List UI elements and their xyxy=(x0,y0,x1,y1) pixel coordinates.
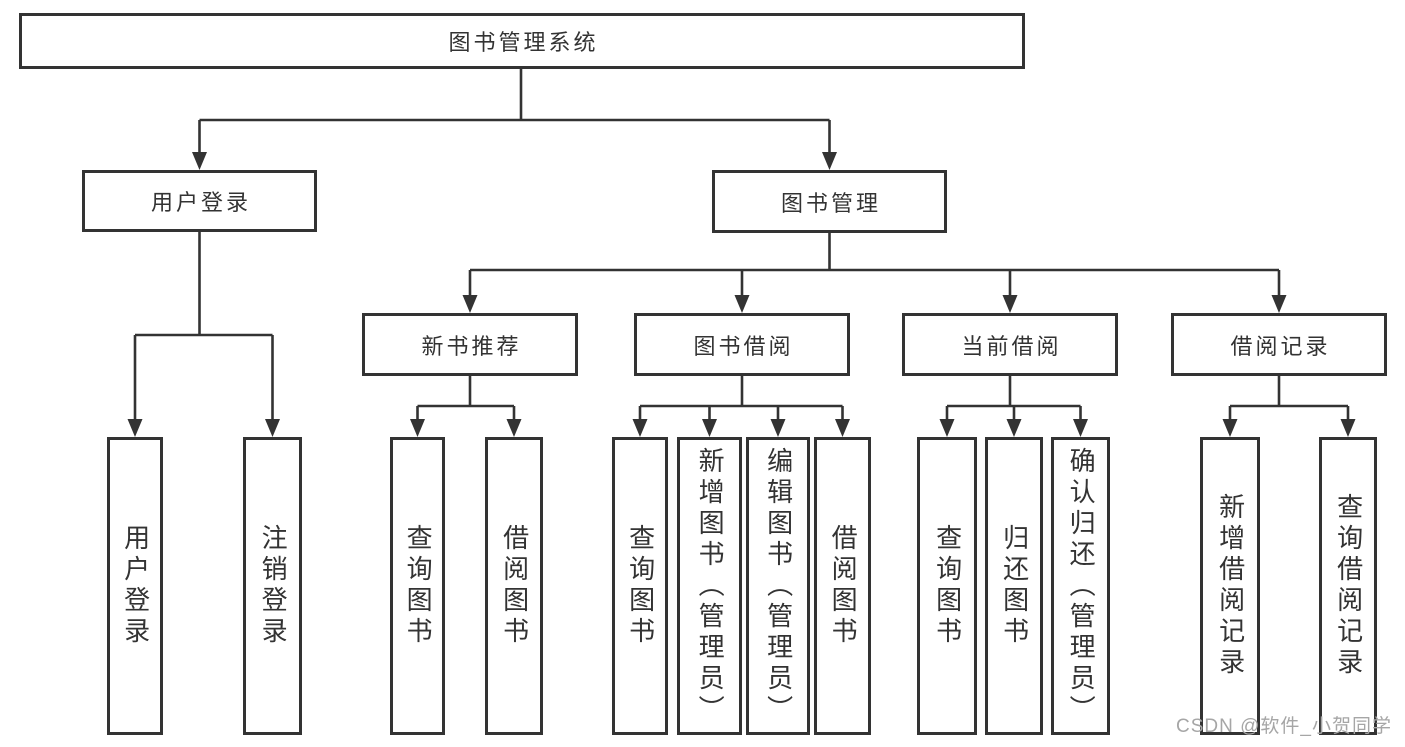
node-label: 新书推荐 xyxy=(421,333,522,359)
node-label: 图书借阅 xyxy=(693,333,794,359)
leaf-cb-confirm-return-admin: 确认归还（管理员） xyxy=(1051,437,1110,735)
leaf-label: 确认归还（管理员） xyxy=(1066,446,1097,726)
node-label: 借阅记录 xyxy=(1230,333,1331,359)
leaf-label: 查询图书 xyxy=(625,524,656,648)
leaf-bb-borrow-books: 借阅图书 xyxy=(814,437,871,735)
leaf-br-add-borrow-record: 新增借阅记录 xyxy=(1200,437,1260,735)
node-label: 用户登录 xyxy=(150,190,251,215)
leaf-user-login: 用户登录 xyxy=(107,437,163,735)
leaf-label: 归还图书 xyxy=(999,524,1030,648)
leaf-rec-query-books: 查询图书 xyxy=(390,437,445,735)
leaf-label: 查询图书 xyxy=(932,524,963,648)
leaf-label: 新增借阅记录 xyxy=(1215,493,1246,679)
leaf-bb-query-books: 查询图书 xyxy=(612,437,668,735)
leaf-label: 借阅图书 xyxy=(499,524,530,648)
leaf-label: 查询借阅记录 xyxy=(1333,493,1364,679)
leaf-label: 新增图书（管理员） xyxy=(695,446,726,726)
leaf-bb-add-books-admin: 新增图书（管理员） xyxy=(677,437,742,735)
leaf-cb-query-books: 查询图书 xyxy=(917,437,977,735)
node-library-management-system: 图书管理系统 xyxy=(19,13,1025,69)
leaf-logout: 注销登录 xyxy=(243,437,302,735)
node-borrow-records: 借阅记录 xyxy=(1171,313,1387,376)
leaf-rec-borrow-books: 借阅图书 xyxy=(485,437,543,735)
node-book-management: 图书管理 xyxy=(712,170,947,233)
leaf-label: 用户登录 xyxy=(120,524,151,648)
leaf-cb-return-books: 归还图书 xyxy=(985,437,1043,735)
leaf-label: 借阅图书 xyxy=(828,524,859,648)
leaf-bb-edit-books-admin: 编辑图书（管理员） xyxy=(746,437,810,735)
node-book-borrowing: 图书借阅 xyxy=(634,313,850,376)
leaf-label: 编辑图书（管理员） xyxy=(763,446,794,726)
leaf-label: 查询图书 xyxy=(403,524,434,648)
leaf-br-query-borrow-record: 查询借阅记录 xyxy=(1319,437,1377,735)
node-new-book-recommend: 新书推荐 xyxy=(362,313,578,376)
watermark-csdn: CSDN @软件_小贺同学 xyxy=(1176,716,1392,737)
leaf-label: 注销登录 xyxy=(258,524,289,648)
node-current-borrowing: 当前借阅 xyxy=(902,313,1118,376)
node-label: 图书管理系统 xyxy=(448,30,599,55)
node-label: 当前借阅 xyxy=(961,333,1062,359)
node-label: 图书管理 xyxy=(780,190,881,216)
node-user-login: 用户登录 xyxy=(82,170,317,232)
